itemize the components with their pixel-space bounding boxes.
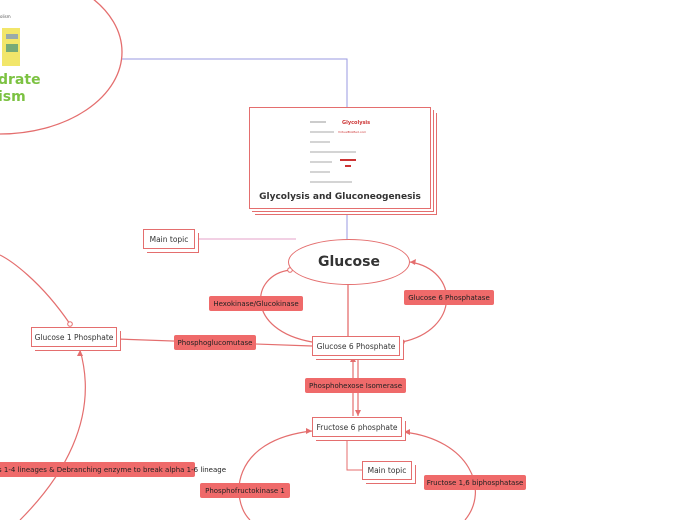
fbpase-label[interactable]: Fructose 1,6 biphosphatase [424,475,526,490]
glucose-1-phosphate-node[interactable]: Glucose 1 Phosphate [31,327,117,347]
center-card-caption: Glycolysis and Gluconeogenesis [259,192,421,202]
root-connector [122,58,348,107]
root-ellipse [0,0,123,135]
g1p-upper-arc [0,254,71,325]
fbpase-arc [403,431,476,520]
g6-phosphatase-label[interactable]: Glucose 6 Phosphatase [404,290,494,305]
pfk-arc [238,430,313,520]
phosphoglucomutase-label[interactable]: Phosphoglucomutase [174,335,256,350]
glycolysis-thumbnail: Glycolysis VirtualBioMed.com [306,116,376,186]
debranching-label[interactable]: s 1-4 lineages & Debranching enzyme to b… [0,462,226,477]
thumb-subtitle: VirtualBioMed.com [338,130,366,134]
glucose-6-phosphate-node[interactable]: Glucose 6 Phosphate [312,336,400,356]
fructose-6-phosphate-node[interactable]: Fructose 6 phosphate [312,417,402,437]
root-title-line2: ism [0,89,26,105]
root-title-line1: drate [0,72,41,88]
g1p-lower-arc [19,349,86,520]
glucose-topic[interactable]: Glucose [288,239,410,285]
root-thumbnail[interactable]: olism [0,14,22,68]
center-card[interactable]: Glycolysis VirtualBioMed.com Glycolysis … [249,107,431,209]
root-title[interactable]: drate ism [0,72,41,106]
main-topic-2-connector [346,438,362,471]
main-topic-2[interactable]: Main topic [362,461,412,480]
pfk-label[interactable]: Phosphofructokinase 1 [200,483,290,498]
root-thumb-text: olism [0,14,11,19]
hexokinase-label[interactable]: Hexokinase/Glucokinase [209,296,303,311]
isomerase-label[interactable]: Phosphohexose Isomerase [305,378,406,393]
thumb-title: Glycolysis [342,120,370,126]
main-topic-1[interactable]: Main topic [143,229,195,249]
